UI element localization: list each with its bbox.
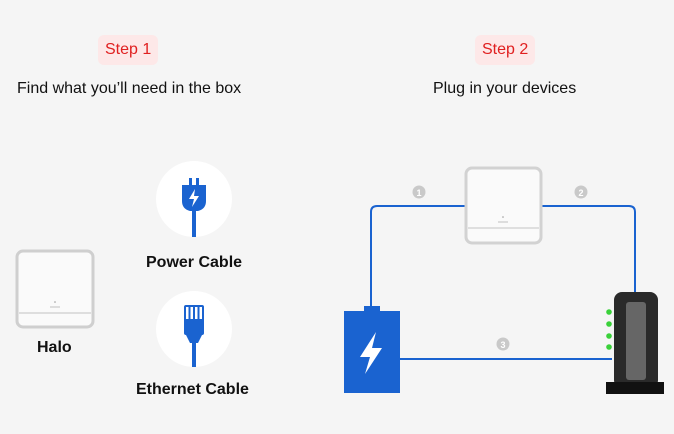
connection-number-1: 1 [416,188,421,198]
power-adapter-icon [344,306,400,393]
ethernet-plug-icon [184,305,204,367]
power-cable-label: Power Cable [146,254,243,271]
ethernet-cable-label: Ethernet Cable [136,381,249,398]
step-1-badge: Step 1 [98,35,159,65]
step-2-title: Plug in your devices [433,80,577,97]
power-plug-icon [182,178,206,237]
connection-marker-3: 3 [496,337,510,351]
cable-line-2 [540,205,636,294]
halo-router-icon [464,166,543,245]
halo-device-icon [15,249,95,329]
cable-line-1 [370,205,467,310]
connection-number-3: 3 [500,340,505,350]
ethernet-cable-circle [156,291,232,367]
connection-number-2: 2 [578,188,583,198]
connection-marker-2: 2 [574,185,588,199]
connection-diagram: 1 2 3 [344,166,664,394]
step-1-title: Find what you’ll need in the box [17,80,242,97]
modem-icon [606,292,664,394]
power-cable-circle [156,161,232,237]
step-2-badge: Step 2 [475,35,536,65]
connection-marker-1: 1 [412,185,426,199]
halo-label: Halo [37,339,72,356]
